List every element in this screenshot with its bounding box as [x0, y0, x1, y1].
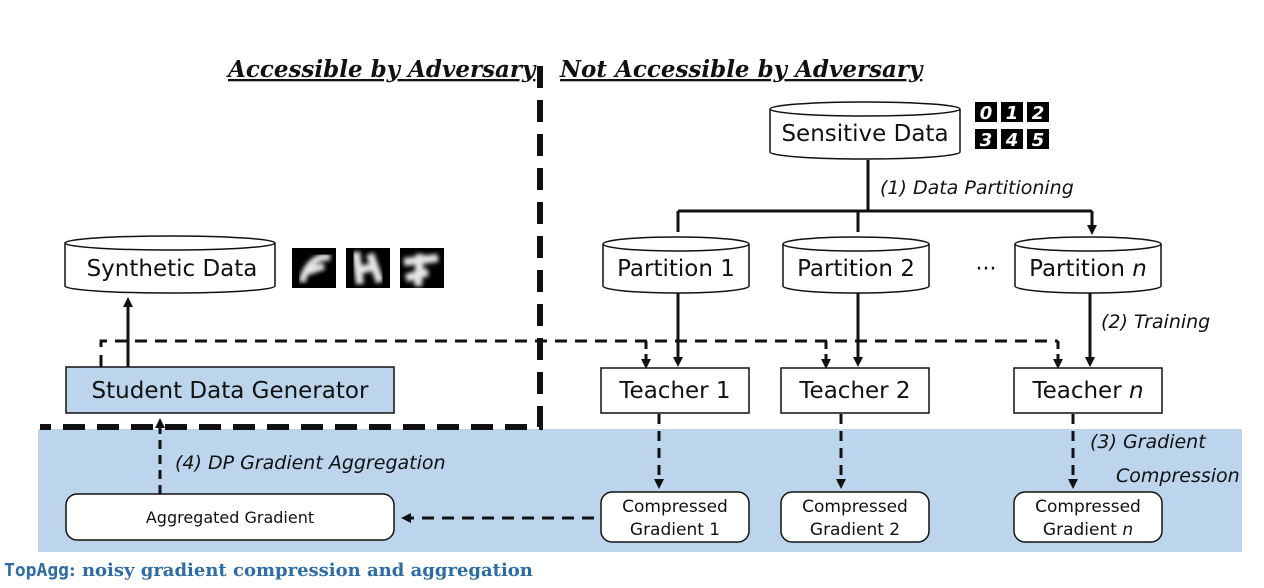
teacher-2-label: Teacher 2 [798, 378, 910, 404]
step4-label: (4) DP Gradient Aggregation [175, 452, 446, 474]
compressed-gradient-1-line1: Compressed [622, 497, 728, 517]
sensitive-data-db: Sensitive Data [769, 101, 961, 160]
partition-2-label: Partition 2 [797, 256, 915, 282]
compressed-gradient-n-line1: Compressed [1035, 497, 1141, 517]
mnist-digit-3: 3 [975, 129, 997, 151]
teacher-2-box: Teacher 2 [780, 367, 930, 414]
step2-label: (2) Training [1101, 311, 1210, 333]
svg-text:0: 0 [980, 103, 993, 124]
compressed-gradient-n-line2: Gradient n [1043, 520, 1133, 540]
partition-n-db: Partition n [1014, 236, 1162, 294]
compressed-gradient-2-line2: Gradient 2 [810, 520, 900, 540]
synthetic-sample-3 [400, 248, 444, 288]
header-accessible: Accessible by Adversary [226, 56, 537, 83]
compressed-gradient-1-box: Compressed Gradient 1 [600, 491, 750, 543]
adversary-boundary [40, 66, 543, 430]
step1-label: (1) Data Partitioning [880, 177, 1074, 199]
student-data-generator-box: Student Data Generator [65, 366, 395, 414]
aggregated-gradient-box: Aggregated Gradient [65, 493, 395, 541]
step3-label-line1: (3) Gradient [1090, 431, 1207, 453]
aggregated-gradient-label: Aggregated Gradient [146, 508, 314, 527]
mnist-digit-1: 1 [1001, 102, 1023, 124]
step3-label-line2: Compression [1116, 465, 1240, 487]
teacher-1-label: Teacher 1 [618, 378, 730, 404]
partition-ellipsis: ··· [976, 257, 997, 282]
compressed-gradient-1-line2: Gradient 1 [630, 520, 720, 540]
compressed-gradient-2-line1: Compressed [802, 497, 908, 517]
svg-text:3: 3 [980, 130, 993, 151]
sensitive-data-label: Sensitive Data [781, 121, 948, 147]
mnist-digit-4: 4 [1001, 129, 1023, 151]
footer-caption: TopAgg: noisy gradient compression and a… [4, 560, 533, 581]
teacher-n-box: Teacher n [1013, 367, 1163, 414]
partition-arrows [676, 222, 1092, 232]
partition-tree [676, 160, 1094, 228]
student-generator-label: Student Data Generator [92, 378, 369, 404]
mnist-digit-5: 5 [1027, 129, 1049, 151]
partition-1-label: Partition 1 [617, 256, 735, 282]
mnist-digit-2: 2 [1027, 102, 1049, 124]
footer-rest: : noisy gradient compression and aggrega… [69, 560, 533, 581]
partition-n-label: Partition n [1029, 256, 1147, 282]
footer-code: TopAgg [4, 560, 69, 581]
generator-broadcast-line [99, 339, 1058, 367]
synthetic-sample-2 [346, 248, 390, 288]
synthetic-data-db: Synthetic Data [64, 235, 276, 294]
synthetic-sample-1 [292, 248, 336, 288]
teacher-n-label: Teacher n [1031, 378, 1143, 404]
train-arrows [676, 293, 1090, 364]
teacher-1-box: Teacher 1 [600, 367, 750, 414]
synthetic-data-label: Synthetic Data [87, 256, 258, 282]
partition-2-db: Partition 2 [782, 236, 930, 294]
svg-text:1: 1 [1006, 103, 1019, 124]
svg-text:5: 5 [1032, 130, 1045, 151]
svg-text:4: 4 [1005, 130, 1019, 151]
partition-1-db: Partition 1 [602, 236, 750, 294]
compressed-gradient-2-box: Compressed Gradient 2 [780, 491, 930, 543]
svg-text:2: 2 [1032, 103, 1045, 124]
mnist-digit-0: 0 [975, 102, 997, 124]
synthetic-samples [292, 248, 444, 288]
compressed-gradient-n-box: Compressed Gradient n [1013, 491, 1163, 543]
header-not-accessible: Not Accessible by Adversary [559, 56, 924, 83]
